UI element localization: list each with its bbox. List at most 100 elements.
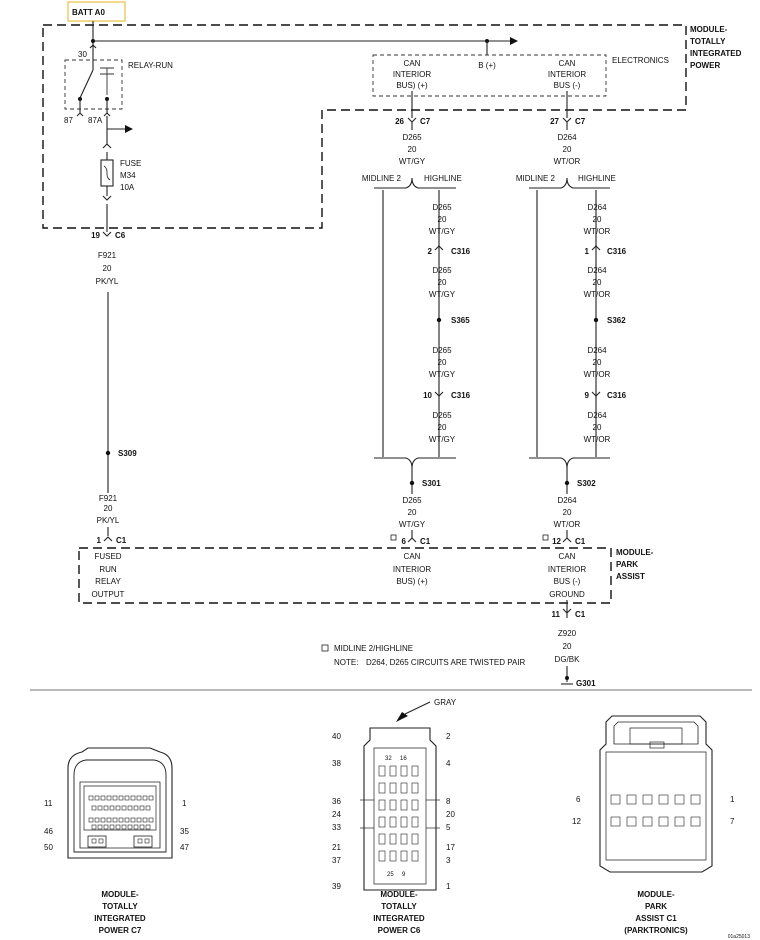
c6-cavity — [400, 850, 408, 862]
pa-pin-12: 12 — [572, 817, 581, 826]
svg-text:MODULE-: MODULE- — [101, 890, 139, 899]
c6-cavity — [411, 816, 419, 828]
svg-text:S362: S362 — [607, 316, 626, 325]
c7-cavity — [94, 795, 100, 801]
c6-cavity — [378, 833, 386, 845]
svg-text:RELAY: RELAY — [95, 577, 121, 586]
c6-pin-9: 9 — [402, 872, 406, 878]
svg-text:WT/OR: WT/OR — [554, 157, 581, 166]
c6-cavity — [389, 833, 397, 845]
svg-text:MIDLINE 2/HIGHLINE: MIDLINE 2/HIGHLINE — [334, 644, 413, 653]
svg-text:C316: C316 — [451, 247, 471, 256]
tipm-title: MODULE- TOTALLY INTEGRATED POWER — [690, 25, 742, 70]
svg-text:PK/YL: PK/YL — [96, 277, 119, 286]
svg-text:6: 6 — [402, 537, 407, 546]
svg-text:20: 20 — [563, 642, 572, 651]
c6-pin-37: 37 — [332, 856, 341, 865]
svg-text:GROUND: GROUND — [549, 590, 585, 599]
c6-pin-32: 32 — [385, 756, 392, 762]
svg-text:D264: D264 — [587, 346, 607, 355]
svg-text:Z920: Z920 — [558, 629, 577, 638]
batt-label: BATT A0 — [72, 8, 105, 17]
svg-text:WT/GY: WT/GY — [399, 157, 426, 166]
svg-text:(PARKTRONICS): (PARKTRONICS) — [624, 926, 688, 935]
c6-cavity — [400, 816, 408, 828]
c7-cavity — [109, 824, 115, 830]
svg-text:PARK: PARK — [645, 902, 667, 911]
pa-cavity — [658, 794, 669, 805]
svg-text:WT/OR: WT/OR — [584, 435, 611, 444]
wire-d264-seg3-label: D264 20 WT/OR — [584, 346, 611, 379]
svg-text:BUS) (+): BUS) (+) — [396, 81, 428, 90]
svg-text:D265: D265 — [402, 496, 422, 505]
c6-pin-39: 39 — [332, 882, 341, 891]
wire-d265-seg1-label: D265 20 WT/GY — [429, 203, 456, 236]
svg-text:20: 20 — [103, 264, 112, 273]
fuse-element — [103, 165, 111, 181]
wire-d265-seg2-label: D265 20 WT/GY — [429, 266, 456, 299]
svg-text:G301: G301 — [576, 679, 596, 688]
svg-text:ASSIST C1: ASSIST C1 — [635, 914, 677, 923]
svg-text:S309: S309 — [118, 449, 137, 458]
c7-cavity — [139, 805, 145, 811]
c6-cavity — [411, 765, 419, 777]
svg-text:D264: D264 — [587, 203, 607, 212]
c6-cavity — [411, 782, 419, 794]
pa-cavity — [690, 816, 701, 827]
c6-pin-36: 36 — [332, 797, 341, 806]
pa-cavity — [690, 794, 701, 805]
svg-text:OUTPUT: OUTPUT — [92, 590, 125, 599]
c6-pin-8: 8 — [446, 797, 451, 806]
c6-pin-2: 2 — [446, 732, 451, 741]
midline-label-right: MIDLINE 2 — [516, 174, 556, 183]
svg-text:MODULE-: MODULE- — [380, 890, 418, 899]
svg-text:D264: D264 — [557, 133, 577, 142]
svg-text:CAN: CAN — [559, 552, 576, 561]
c6-cavity — [378, 765, 386, 777]
c7-cavity — [115, 824, 121, 830]
relay-coil-mark — [100, 67, 114, 75]
note-text: D264, D265 CIRCUITS ARE TWISTED PAIR — [366, 658, 526, 667]
pa-cavity — [610, 794, 621, 805]
pin87a-label: 87A — [88, 116, 103, 125]
highline-label-left: HIGHLINE — [424, 174, 462, 183]
pa-pin-1: 1 — [730, 795, 735, 804]
svg-text:20: 20 — [593, 423, 602, 432]
c7-cavity — [148, 795, 154, 801]
relay-contact — [79, 69, 94, 99]
tipm-can-neg-label: CAN INTERIOR BUS (-) — [548, 59, 586, 90]
electronics-label: ELECTRONICS — [612, 56, 669, 65]
c6-pin-17: 17 — [446, 843, 455, 852]
svg-text:FUSE: FUSE — [120, 159, 141, 168]
connector-c316-10: 10 C316 — [423, 391, 471, 400]
pa-cavity — [626, 816, 637, 827]
c6-cavity — [378, 782, 386, 794]
relay-label: RELAY-RUN — [128, 61, 173, 70]
c6-pin-20: 20 — [446, 810, 455, 819]
c6-pin-24: 24 — [332, 810, 341, 819]
svg-text:S302: S302 — [577, 479, 596, 488]
svg-text:D265: D265 — [402, 133, 422, 142]
pin87-fork — [76, 112, 84, 117]
merge-brace-left — [374, 457, 456, 469]
c6-cavity — [411, 850, 419, 862]
svg-text:20: 20 — [104, 504, 113, 513]
svg-text:INTERIOR: INTERIOR — [393, 70, 431, 79]
c7-pin-11: 11 — [44, 799, 53, 808]
svg-text:WT/GY: WT/GY — [399, 520, 426, 529]
svg-text:C1: C1 — [575, 537, 586, 546]
svg-text:20: 20 — [438, 423, 447, 432]
pa-fused-label: FUSED RUN RELAY OUTPUT — [92, 552, 125, 599]
svg-text:CAN: CAN — [404, 552, 421, 561]
park-assist-title: MODULE- PARK ASSIST — [616, 548, 654, 581]
c7-cavity — [103, 805, 109, 811]
c7-cavity — [142, 817, 148, 823]
svg-text:26: 26 — [395, 117, 404, 126]
c7-cavity — [112, 817, 118, 823]
c6-cavity — [389, 765, 397, 777]
c7-cavity — [133, 824, 139, 830]
svg-text:20: 20 — [438, 358, 447, 367]
connector-c316-9: 9 C316 — [585, 391, 627, 400]
c6-cavity — [389, 799, 397, 811]
svg-text:TOTALLY: TOTALLY — [690, 37, 726, 46]
